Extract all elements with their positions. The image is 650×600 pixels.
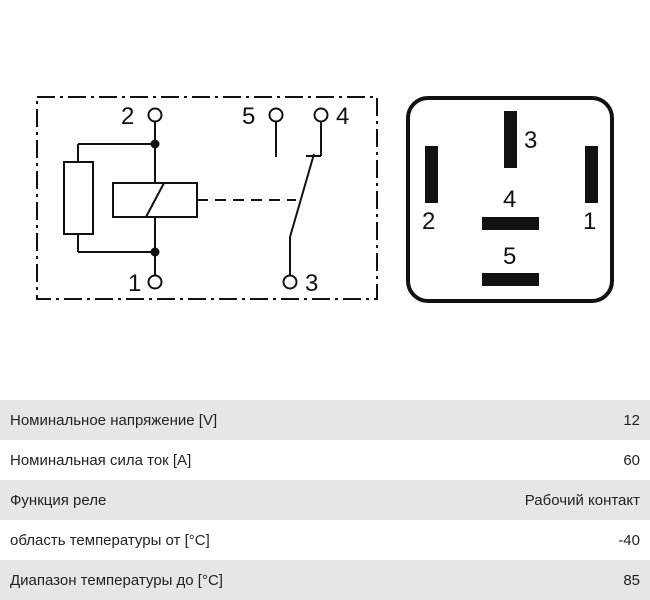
socket-pin-2 [425, 146, 438, 203]
spec-label: область температуры от [°C] [10, 531, 210, 549]
spec-value: 12 [623, 411, 640, 429]
pin-4-terminal [313, 107, 329, 123]
relay-diagram-area: 2 1 5 4 [36, 96, 614, 303]
socket-pin-1 [585, 146, 598, 203]
socket-pin-5 [482, 273, 539, 286]
pin-2-terminal [147, 107, 163, 123]
spec-label: Функция реле [10, 491, 107, 509]
socket-pin-4-label: 4 [503, 186, 516, 213]
spec-table: Номинальное напряжение [V] 12 Номинальна… [0, 400, 650, 600]
schematic-enclosure [36, 96, 378, 300]
relay-schematic: 2 1 5 4 [36, 96, 378, 300]
resistor [63, 161, 94, 235]
spec-row-temp-max: Диапазон температуры до [°C] 85 [0, 560, 650, 600]
pin-3-label: 3 [305, 270, 318, 297]
spec-label: Номинальная сила ток [A] [10, 451, 192, 469]
spec-row-rated-current: Номинальная сила ток [A] 60 [0, 440, 650, 480]
pin-1-terminal [147, 274, 163, 290]
pin-5-terminal [268, 107, 284, 123]
socket-pin-4 [482, 217, 539, 230]
coil-diagonal [145, 182, 165, 218]
socket-outline [406, 96, 614, 303]
spec-row-relay-function: Функция реле Рабочий контакт [0, 480, 650, 520]
pin-1-label: 1 [128, 270, 141, 297]
socket-pin-2-label: 2 [422, 208, 435, 235]
spec-row-temp-min: область температуры от [°C] -40 [0, 520, 650, 560]
spec-value: Рабочий контакт [524, 491, 640, 509]
socket-pin-5-label: 5 [503, 243, 516, 270]
switch-blade [289, 153, 315, 238]
pin-3-terminal [282, 274, 298, 290]
pin-5-label: 5 [242, 103, 255, 130]
spec-label: Номинальное напряжение [V] [10, 411, 218, 429]
socket-pin-3 [504, 111, 517, 168]
spec-value: 85 [623, 571, 640, 589]
spec-value: 60 [623, 451, 640, 469]
pin-4-label: 4 [336, 103, 349, 130]
relay-diagram: 2 1 5 4 [36, 96, 614, 303]
spec-row-rated-voltage: Номинальное напряжение [V] 12 [0, 400, 650, 440]
spec-value: -40 [618, 531, 640, 549]
relay-socket-view: 3 2 1 4 5 [406, 96, 614, 303]
pin-2-label: 2 [121, 103, 134, 130]
socket-pin-3-label: 3 [524, 127, 537, 154]
socket-pin-1-label: 1 [583, 208, 596, 235]
spec-label: Диапазон температуры до [°C] [10, 571, 223, 589]
